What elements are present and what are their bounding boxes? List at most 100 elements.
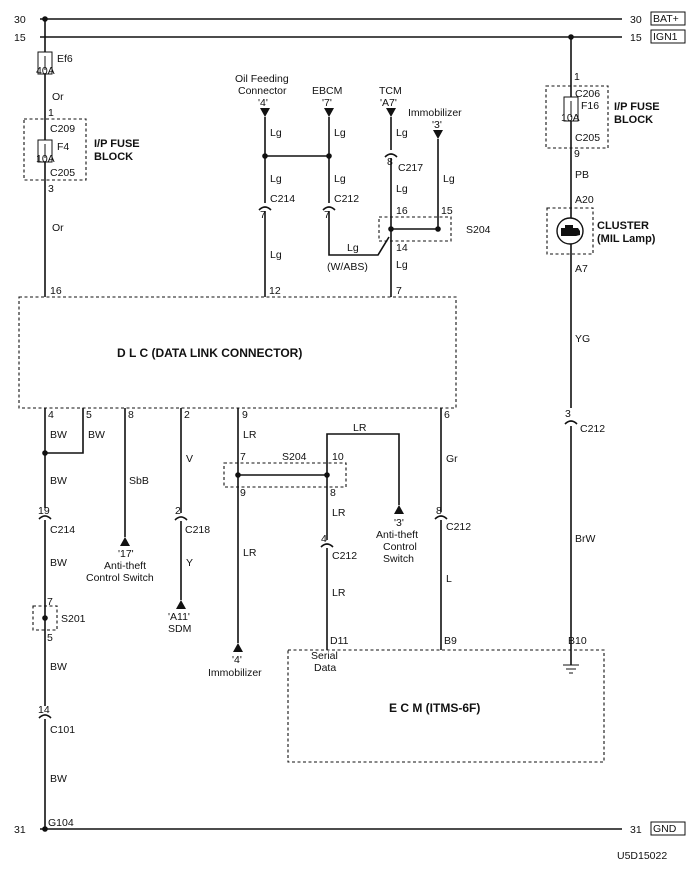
engine-icon	[561, 225, 580, 236]
wire-color-lr-2: LR	[353, 422, 367, 434]
s201-name: S201	[61, 613, 86, 625]
c206-pin: 1	[574, 71, 580, 83]
wire-color-lr-5: LR	[332, 587, 346, 599]
atc3-ref: '3'	[394, 517, 404, 529]
c217-pin: 8	[387, 156, 393, 168]
ip-fuse-block-title-2: BLOCK	[94, 151, 133, 163]
c212-gr-pin: 8	[436, 505, 442, 517]
c209-connector: C209	[50, 123, 75, 135]
wire-color-bw-5: BW	[50, 661, 67, 673]
wire-color-lr-1: LR	[243, 429, 257, 441]
ign-bus-label: IGN1	[653, 31, 678, 43]
dlc-pin-b4: 4	[48, 409, 54, 421]
bat-bus-label: BAT+	[653, 13, 679, 25]
lower-branches: SbB '17' Anti-theft Control Switch V 2 C…	[86, 408, 471, 679]
fuse-f16-name: F16	[581, 100, 599, 112]
wire-color-v: V	[186, 453, 193, 465]
s204-bottom-pin-10: 10	[332, 451, 344, 463]
dlc-title: D L C (DATA LINK CONNECTOR)	[117, 346, 302, 360]
ip-fuse-block-title-1: I/P FUSE	[94, 138, 140, 150]
wire-color-or-2: Or	[52, 222, 64, 234]
wire-color-lg-oil-3: Lg	[270, 249, 282, 261]
ip-fuse-block-left	[23, 118, 87, 181]
c214-bottom-pin: 19	[38, 505, 50, 517]
c212-serial-pin: 4	[321, 533, 327, 545]
wire-color-gr: Gr	[446, 453, 458, 465]
c205-connector: C205	[50, 167, 75, 179]
ground-path: BW BW BW 19 C214 BW 7 S201 5 BW 14 C101 …	[32, 408, 105, 832]
wire-color-bw-1: BW	[50, 429, 67, 441]
c212-ebcm-connector: C212	[334, 193, 359, 205]
c205-right-pin: 9	[574, 148, 580, 160]
ecm-pin-d11: D11	[330, 635, 349, 647]
connector-c101-icon	[38, 714, 52, 719]
wire-color-brw: BrW	[575, 533, 596, 545]
right-cluster-circuit: 1 C206 F16 10A I/P FUSE BLOCK C205 9 PB …	[545, 34, 660, 674]
atc3-label-1: Anti-theft	[376, 529, 418, 541]
dlc-pin-16: 16	[50, 285, 62, 297]
wire-color-lr-3: LR	[243, 547, 257, 559]
connector-c212-gr-icon	[434, 515, 448, 520]
fuse-ef6-name: Ef6	[57, 53, 73, 65]
c206-connector: C206	[575, 88, 600, 100]
left-fuse-circuit: Ef6 40A Or 1 C209 F4 10A I/P FUSE BLOCK …	[23, 16, 140, 297]
wire-color-lg-ebcm-1: Lg	[334, 127, 346, 139]
ign-bus-left-number: 15	[14, 32, 26, 44]
wabs-label: (W/ABS)	[327, 261, 368, 273]
immobilizer-top-label: Immobilizer	[408, 107, 462, 119]
ebcm-ref: '7'	[322, 97, 332, 109]
connector-c212-serial-icon	[320, 543, 334, 548]
fuse-f4-name: F4	[57, 141, 69, 153]
cluster-pin-a20: A20	[575, 194, 594, 206]
wire-color-lg-ebcm-3: Lg	[347, 242, 359, 254]
ignition-bus: 15 15 IGN1	[14, 29, 686, 44]
battery-bus: 30 30 BAT+	[14, 11, 686, 26]
wire-color-lg-immob: Lg	[443, 173, 455, 185]
c214-top-pin: 7	[260, 209, 266, 221]
c218-pin: 2	[175, 505, 181, 517]
wire-color-lr-4: LR	[332, 507, 346, 519]
atc3-label-2: Control	[383, 541, 417, 553]
dlc-pin-b2: 2	[184, 409, 190, 421]
c217-connector: C217	[398, 162, 423, 174]
s204-bottom-name: S204	[282, 451, 307, 463]
wire-color-lg-tcm-1: Lg	[396, 127, 408, 139]
ground-bus: 31 31 GND	[14, 821, 686, 836]
ebcm-arrow-icon	[324, 108, 334, 117]
wire-color-lg-tcm-2: Lg	[396, 183, 408, 195]
ign-bus-right-number: 15	[630, 32, 642, 44]
ecm-pin-b10: B10	[568, 635, 587, 647]
cluster-pin-a7: A7	[575, 263, 588, 275]
c212-right-pin: 3	[565, 408, 571, 420]
oil-feeding-label-1: Oil Feeding	[235, 73, 289, 85]
immobilizer-top-arrow-icon	[433, 130, 443, 139]
c212-gr-connector: C212	[446, 521, 471, 533]
dlc-pin-7: 7	[396, 285, 402, 297]
wire-color-pb: PB	[575, 169, 589, 181]
gnd-bus-right-number: 31	[630, 824, 642, 836]
wire-color-l: L	[446, 573, 452, 585]
immobilizer-bottom-ref: '4'	[232, 654, 242, 666]
immobilizer-top-ref: '3'	[432, 119, 442, 131]
c209-pin: 1	[48, 107, 54, 119]
bat-bus-right-number: 30	[630, 14, 642, 26]
wire-color-bw-4: BW	[50, 557, 67, 569]
dlc-pin-b5: 5	[86, 409, 92, 421]
dlc-pin-12: 12	[269, 285, 281, 297]
fuse-ef6-rating: 40A	[36, 65, 55, 77]
cluster-box	[546, 207, 594, 255]
wire-color-bw-3: BW	[50, 475, 67, 487]
s204-top-pin-15: 15	[441, 205, 453, 217]
atc17-ref: '17'	[118, 548, 134, 560]
s201-pin-bottom: 5	[47, 632, 53, 644]
gnd-bus-left-number: 31	[14, 824, 26, 836]
c212-right-connector: C212	[580, 423, 605, 435]
wire-color-lg-s204: Lg	[396, 259, 408, 271]
wire-color-or: Or	[52, 91, 64, 103]
ip-fuse-block-right-title-2: BLOCK	[614, 114, 653, 126]
c205-right-connector: C205	[575, 132, 600, 144]
s204-bottom-pin-8: 8	[330, 487, 336, 499]
ecm-serial-label-1: Serial	[311, 650, 338, 662]
oil-feeding-label-2: Connector	[238, 85, 287, 97]
sdm-ref: 'A11'	[168, 611, 190, 623]
